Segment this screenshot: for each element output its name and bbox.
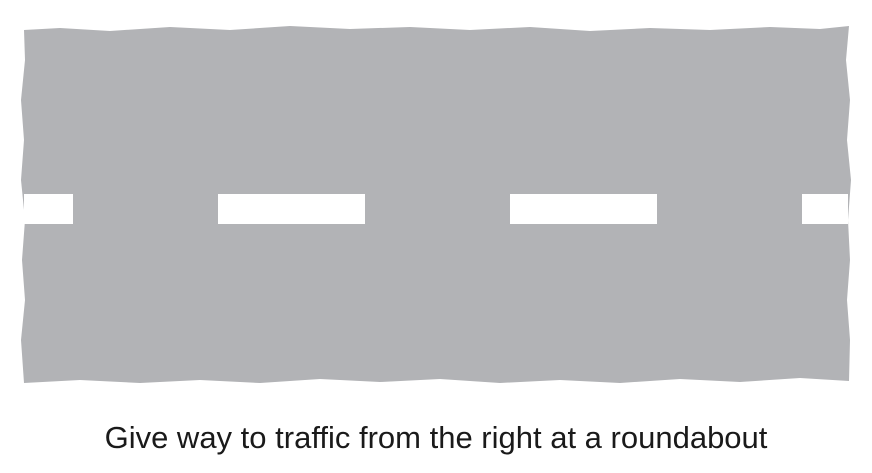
- lane-dash: [802, 194, 848, 224]
- road-surface: [21, 26, 851, 383]
- lane-dash: [218, 194, 365, 224]
- road-illustration: [21, 26, 851, 383]
- lane-dash: [24, 194, 73, 224]
- figure-caption: Give way to traffic from the right at a …: [104, 420, 768, 455]
- lane-dash: [510, 194, 657, 224]
- centre-line-markings: [24, 194, 848, 224]
